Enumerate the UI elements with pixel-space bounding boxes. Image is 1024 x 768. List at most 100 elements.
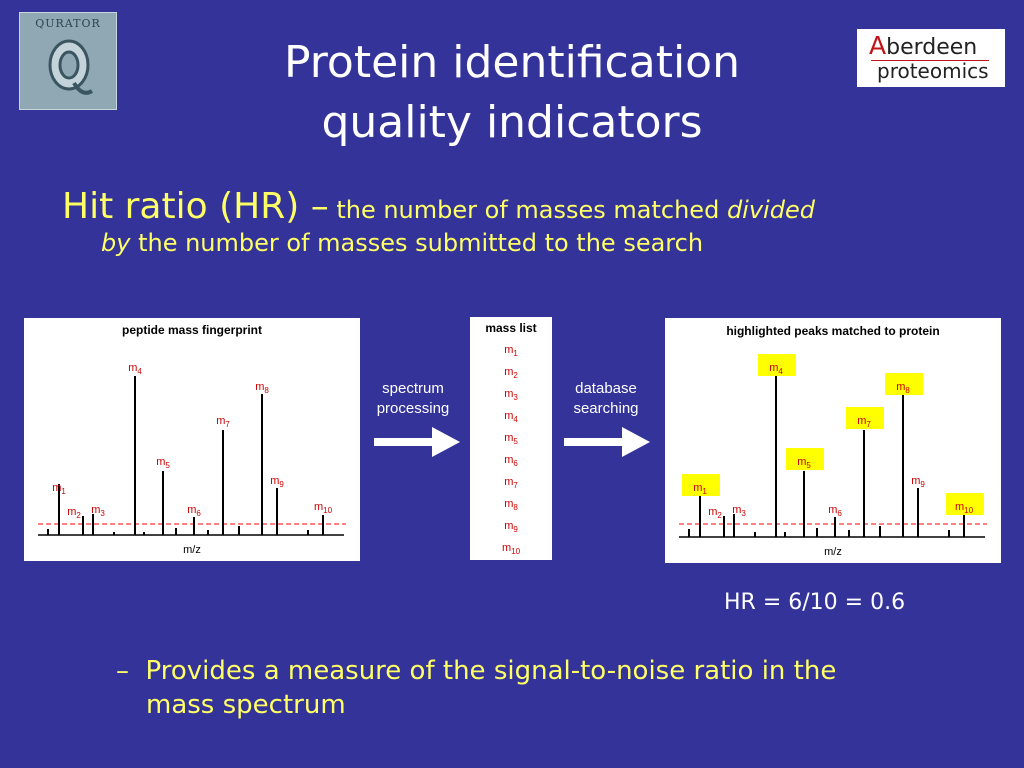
aberdeen-logo-a: A xyxy=(869,31,887,60)
mass-list-item-subscript: 2 xyxy=(513,371,518,381)
left-panel-title: peptide mass fingerprint xyxy=(121,323,263,337)
mass-list-item-subscript: 5 xyxy=(513,437,518,447)
peak-label-subscript: 7 xyxy=(866,420,871,429)
peak-label-subscript: 1 xyxy=(61,487,66,496)
peak-label-subscript: 1 xyxy=(702,487,707,496)
mass-list-item: m1 xyxy=(470,344,552,358)
peak-label-subscript: 3 xyxy=(741,509,746,518)
peak-label-subscript: 7 xyxy=(225,420,230,429)
mass-list-item: m2 xyxy=(470,366,552,380)
hit-ratio-definition-line2: by the number of masses submitted to the… xyxy=(101,229,703,257)
hit-ratio-def-divided: divided xyxy=(726,196,815,224)
mass-list-title: mass list xyxy=(485,321,537,335)
mass-list-item: m10 xyxy=(470,542,552,556)
qurator-logo: QURATOR xyxy=(19,12,117,110)
mass-list-item: m3 xyxy=(470,388,552,402)
matched-peak-highlight xyxy=(758,354,796,376)
aberdeen-logo-proteomics: proteomics xyxy=(877,59,989,83)
sub-bullet-dash: – xyxy=(116,656,129,686)
mass-list-item: m8 xyxy=(470,498,552,512)
mass-list-item: m9 xyxy=(470,520,552,534)
mass-list-item: m4 xyxy=(470,410,552,424)
mass-list-item-label: m xyxy=(504,520,514,532)
peak-label-subscript: 4 xyxy=(137,367,142,376)
mass-list-item-label: m xyxy=(504,410,514,422)
mass-list-item-label: m xyxy=(504,388,514,400)
hit-ratio-def-part1: the number of masses matched xyxy=(328,196,727,224)
mass-list-item-subscript: 10 xyxy=(511,547,521,557)
mass-list-item-subscript: 3 xyxy=(513,393,518,403)
mass-list-item: m6 xyxy=(470,454,552,468)
matched-peak-highlight xyxy=(946,493,984,515)
peak-label: m10 xyxy=(314,501,333,515)
hit-ratio-result: HR = 6/10 = 0.6 xyxy=(724,590,906,615)
peak-label: m3 xyxy=(91,504,105,518)
qurator-logo-text: QURATOR xyxy=(35,17,101,30)
mass-list-item-label: m xyxy=(501,542,512,554)
peak-label-subscript: 3 xyxy=(100,509,105,518)
peak-label: m8 xyxy=(255,381,269,395)
peak-label-subscript: 2 xyxy=(76,511,81,520)
mass-list-item: m5 xyxy=(470,432,552,446)
mass-list-item-label: m xyxy=(504,476,514,488)
matched-peak-highlight xyxy=(846,407,884,429)
peak-label-subscript: 6 xyxy=(196,509,201,518)
peak-label: m6 xyxy=(187,504,201,518)
hit-ratio-def-by: by xyxy=(101,229,131,257)
mass-list-item-subscript: 6 xyxy=(513,459,518,469)
mass-list-item-subscript: 8 xyxy=(513,503,518,513)
database-searching-label-line1: database xyxy=(575,380,637,397)
arrow-right-icon xyxy=(374,427,460,457)
mass-list-item-subscript: 7 xyxy=(513,481,518,491)
peak-label: m2 xyxy=(708,506,722,520)
peak-label: m2 xyxy=(67,506,81,520)
peak-label-subscript: 10 xyxy=(964,506,973,515)
matched-peak-highlight xyxy=(682,474,720,496)
spectrum-processing-label: spectrum processing xyxy=(364,379,462,419)
hit-ratio-def-part2: the number of masses submitted to the se… xyxy=(130,229,704,257)
peak-label-subscript: 5 xyxy=(806,461,811,470)
slide-title-line1: Protein identification xyxy=(284,37,740,88)
peak-label: m9 xyxy=(270,475,284,489)
aberdeen-logo-divider xyxy=(871,60,989,61)
matched-peak-highlight xyxy=(885,373,923,395)
spectrum-processing-label-line2: processing xyxy=(376,400,450,417)
mass-list-item-subscript: 9 xyxy=(513,525,518,535)
peak-label-subscript: 6 xyxy=(837,509,842,518)
qurator-q-icon xyxy=(48,39,94,95)
peak-label: m4 xyxy=(128,362,142,376)
right-panel-title: highlighted peaks matched to protein xyxy=(726,324,940,338)
aberdeen-logo-word: berdeen xyxy=(886,35,978,60)
peak-label-subscript: 8 xyxy=(264,386,269,395)
hit-ratio-term: Hit ratio (HR) – xyxy=(62,186,329,227)
sub-bullet-line2: mass spectrum xyxy=(146,690,346,720)
peak-label: m7 xyxy=(216,415,230,429)
arrow-right-icon xyxy=(564,427,650,457)
peak-label: m3 xyxy=(732,504,746,518)
spectrum-processing-label-line1: spectrum xyxy=(382,380,444,397)
mass-list-item: m7 xyxy=(470,476,552,490)
peak-label-subscript: 4 xyxy=(778,367,783,376)
matched-peak-highlight xyxy=(786,448,824,470)
mass-list-item-label: m xyxy=(504,366,514,378)
mass-list-item-label: m xyxy=(504,344,514,356)
mass-list-item-subscript: 1 xyxy=(513,349,518,359)
mass-list-item-label: m xyxy=(504,454,514,466)
sub-bullet-text-line1: Provides a measure of the signal-to-nois… xyxy=(145,656,837,686)
sub-bullet-line1: – Provides a measure of the signal-to-no… xyxy=(116,656,836,686)
peak-label: m9 xyxy=(911,475,925,489)
aberdeen-proteomics-logo: Aberdeen proteomics xyxy=(857,29,1005,87)
mass-list-item-label: m xyxy=(504,498,514,510)
peak-label: m5 xyxy=(156,456,170,470)
mass-list-item-subscript: 4 xyxy=(513,415,518,425)
peak-label: m1 xyxy=(52,482,66,496)
peak-label-subscript: 9 xyxy=(920,480,925,489)
peak-label-subscript: 8 xyxy=(905,386,910,395)
peak-label-subscript: 9 xyxy=(279,480,284,489)
peak-label: m6 xyxy=(828,504,842,518)
